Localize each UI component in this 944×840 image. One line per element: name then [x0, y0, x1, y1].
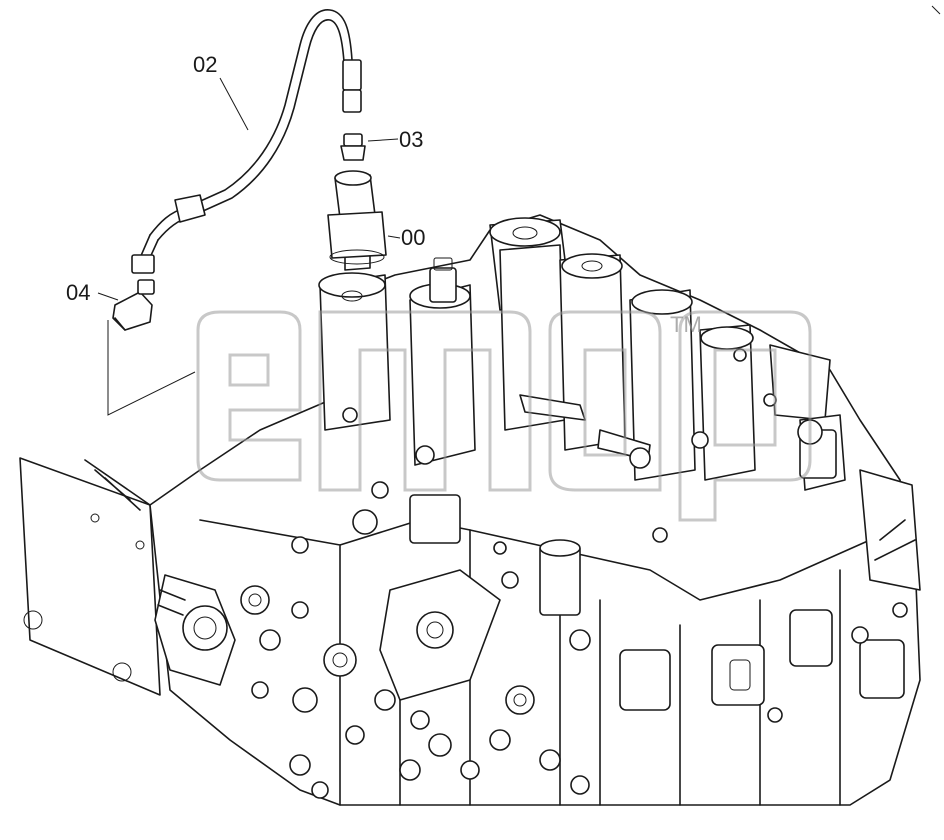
adapter-part-03	[340, 133, 366, 161]
callout-03: 03	[399, 127, 423, 152]
callout-labels: 02 03 00 04	[66, 52, 425, 305]
watermark-logo: TM	[196, 310, 812, 522]
callout-00: 00	[401, 225, 425, 250]
leader-lines	[97, 5, 941, 416]
control-valve-assembly	[19, 214, 921, 806]
callout-02: 02	[193, 52, 217, 77]
fitting-part-04	[112, 279, 155, 331]
trademark-mark: TM	[670, 312, 702, 337]
callout-04: 04	[66, 280, 90, 305]
pressure-switch-part-00	[327, 170, 387, 271]
hose-part-02	[131, 9, 362, 274]
